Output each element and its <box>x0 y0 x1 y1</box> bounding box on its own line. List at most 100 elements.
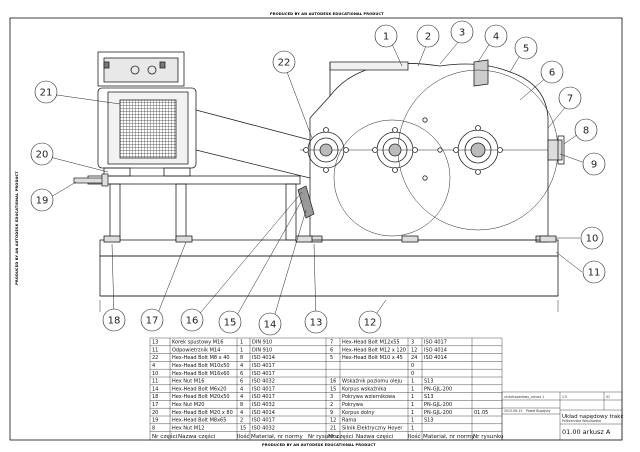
bom-cell-nr: 3 <box>330 394 333 400</box>
balloon-11: 11 <box>582 260 606 284</box>
tension-bolt <box>73 173 109 187</box>
bom-cell-nr: 17 <box>152 402 158 408</box>
bom-cell-name: Hex Nut M16 <box>172 379 204 385</box>
bom-cell-nr: 22 <box>152 355 158 361</box>
bom-cell-material: S13 <box>424 394 434 400</box>
balloon-16: 16 <box>180 308 204 332</box>
svg-text:5: 5 <box>523 44 529 55</box>
bom-cell-qty: 2 <box>240 418 243 424</box>
bom-cell-qty: 1 <box>411 418 414 424</box>
gearbox <box>300 59 565 243</box>
bom-cell-nr: 18 <box>152 394 158 400</box>
bom-cell-material: DIN 910 <box>252 347 272 353</box>
balloon-6: 6 <box>540 60 564 84</box>
gear-large-1 <box>333 119 451 237</box>
balloon-21: 21 <box>34 80 58 104</box>
balloon-8: 8 <box>574 118 598 142</box>
bom-cell-name: Wskaźnik poziomu oleju <box>342 378 402 385</box>
bom-cell-nr: 15 <box>330 386 336 392</box>
tb-author: Paweł Bugajsky <box>526 409 551 413</box>
svg-text:12: 12 <box>364 318 377 329</box>
watermark-bottom: PRODUCED BY AN AUTODESK EDUCATIONAL PROD… <box>262 443 376 447</box>
bom-cell-nr: 11 <box>152 379 158 385</box>
bom-cell-nr: 4 <box>152 363 155 369</box>
bom-cell-material: S13 <box>424 418 434 424</box>
svg-text:16: 16 <box>186 316 199 327</box>
balloon-5: 5 <box>514 36 538 60</box>
bom-cell-material: ISO 4032 <box>252 425 275 431</box>
bom-cell-qty: 1 <box>411 394 414 400</box>
bom-cell-material: ISO 4032 <box>252 402 275 408</box>
bom-cell-nr: 8 <box>152 425 155 431</box>
bom-cell-nr: 11 <box>152 347 158 353</box>
svg-text:4: 4 <box>493 32 499 43</box>
bom-cell-name: Hex-Head Bolt M10x50 <box>172 363 230 369</box>
bom-cell-nr: 13 <box>152 340 158 346</box>
balloon-7: 7 <box>558 86 582 110</box>
base-frame <box>99 183 559 297</box>
balloon-3: 3 <box>450 20 474 44</box>
bom-cell-qty: 24 <box>411 355 417 361</box>
svg-text:2: 2 <box>425 32 431 43</box>
svg-text:15: 15 <box>224 318 237 329</box>
oil-level-indicator <box>297 185 315 219</box>
bom-cell-nr: 20 <box>152 410 158 416</box>
balloon-9: 9 <box>582 152 606 176</box>
bom-cell-qty: 8 <box>240 355 243 361</box>
balloon-10: 10 <box>580 226 604 250</box>
bom-cell-name: Hex-Head Bolt M16x60 <box>172 371 230 377</box>
bom-cell-qty: 1 <box>411 425 414 431</box>
balloons: 1 2 3 4 5 6 7 8 9 10 11 12 13 14 15 16 1… <box>30 20 606 336</box>
svg-text:13: 13 <box>310 318 323 329</box>
bom-header-mat: Materiał, nr normy <box>251 434 304 440</box>
balloon-12: 12 <box>358 310 382 334</box>
bom-header-nr-2: Nr części <box>328 433 354 440</box>
bom-cell-qty: 4 <box>240 410 243 416</box>
bom-cell-name: Hex-Head Bolt M20 x 80 <box>172 410 233 416</box>
balloon-17: 17 <box>140 308 164 332</box>
bom-cell-qty: 1 <box>411 379 414 385</box>
bom-cell-material: DIN 910 <box>252 340 272 346</box>
bom-cell-qty: 8 <box>240 402 243 408</box>
bom-cell-ref: 01.05 <box>474 410 488 416</box>
motor-terminal-box <box>97 51 185 87</box>
bom-cell-name: Rama <box>342 418 356 424</box>
motor-body <box>97 87 197 169</box>
bom-cell-name: Hex-Head Bolt M6x20 <box>172 386 226 392</box>
bom-cell-material: ISO 4014 <box>252 355 275 361</box>
svg-text:6: 6 <box>549 68 555 79</box>
balloon-19: 19 <box>30 188 54 212</box>
bom-cell-qty: 4 <box>240 363 243 369</box>
bom-cell-name: Pokrywa <box>342 402 363 408</box>
bom-cell-name: Korek spustowy M16 <box>172 340 223 346</box>
svg-text:18: 18 <box>108 316 121 327</box>
bom-cell-material: S13 <box>424 379 434 385</box>
bom-cell-material: ISO 4017 <box>252 394 275 400</box>
bom-cell-qty: 1 <box>240 347 243 353</box>
bom-cell-material: ISO 4017 <box>252 386 275 392</box>
svg-text:10: 10 <box>586 234 599 245</box>
balloon-2: 2 <box>416 24 440 48</box>
title-block <box>501 391 623 441</box>
svg-text:7: 7 <box>567 94 573 105</box>
bom-cell-name: Pokrywa wziernikowa <box>342 394 395 400</box>
bom-cell-nr: 7 <box>330 340 333 346</box>
bom-cell-qty: 4 <box>240 394 243 400</box>
bom-header-mat-2: Materiał, nr normy <box>423 434 476 440</box>
svg-text:21: 21 <box>40 88 53 99</box>
bom-cell-nr: 9 <box>330 410 333 416</box>
bom-cell-material: ISO 4014 <box>424 355 447 361</box>
bom-header-qty-2: Ilość <box>408 433 421 440</box>
tb-date: 2015-06-15 <box>504 409 523 413</box>
sheet-frame <box>9 17 623 441</box>
bom-cell-material: ISO 4014 <box>424 347 447 353</box>
bom-cell-name: Hex Nut M12 <box>172 425 204 431</box>
bom-cell-material: ISO 4017 <box>252 363 275 369</box>
svg-text:3: 3 <box>459 28 465 39</box>
bom-cell-nr: 16 <box>330 379 336 385</box>
motor-fan-grille <box>119 99 177 159</box>
bom-cell-qty: 0 <box>411 371 414 377</box>
balloon-1: 1 <box>374 24 398 48</box>
